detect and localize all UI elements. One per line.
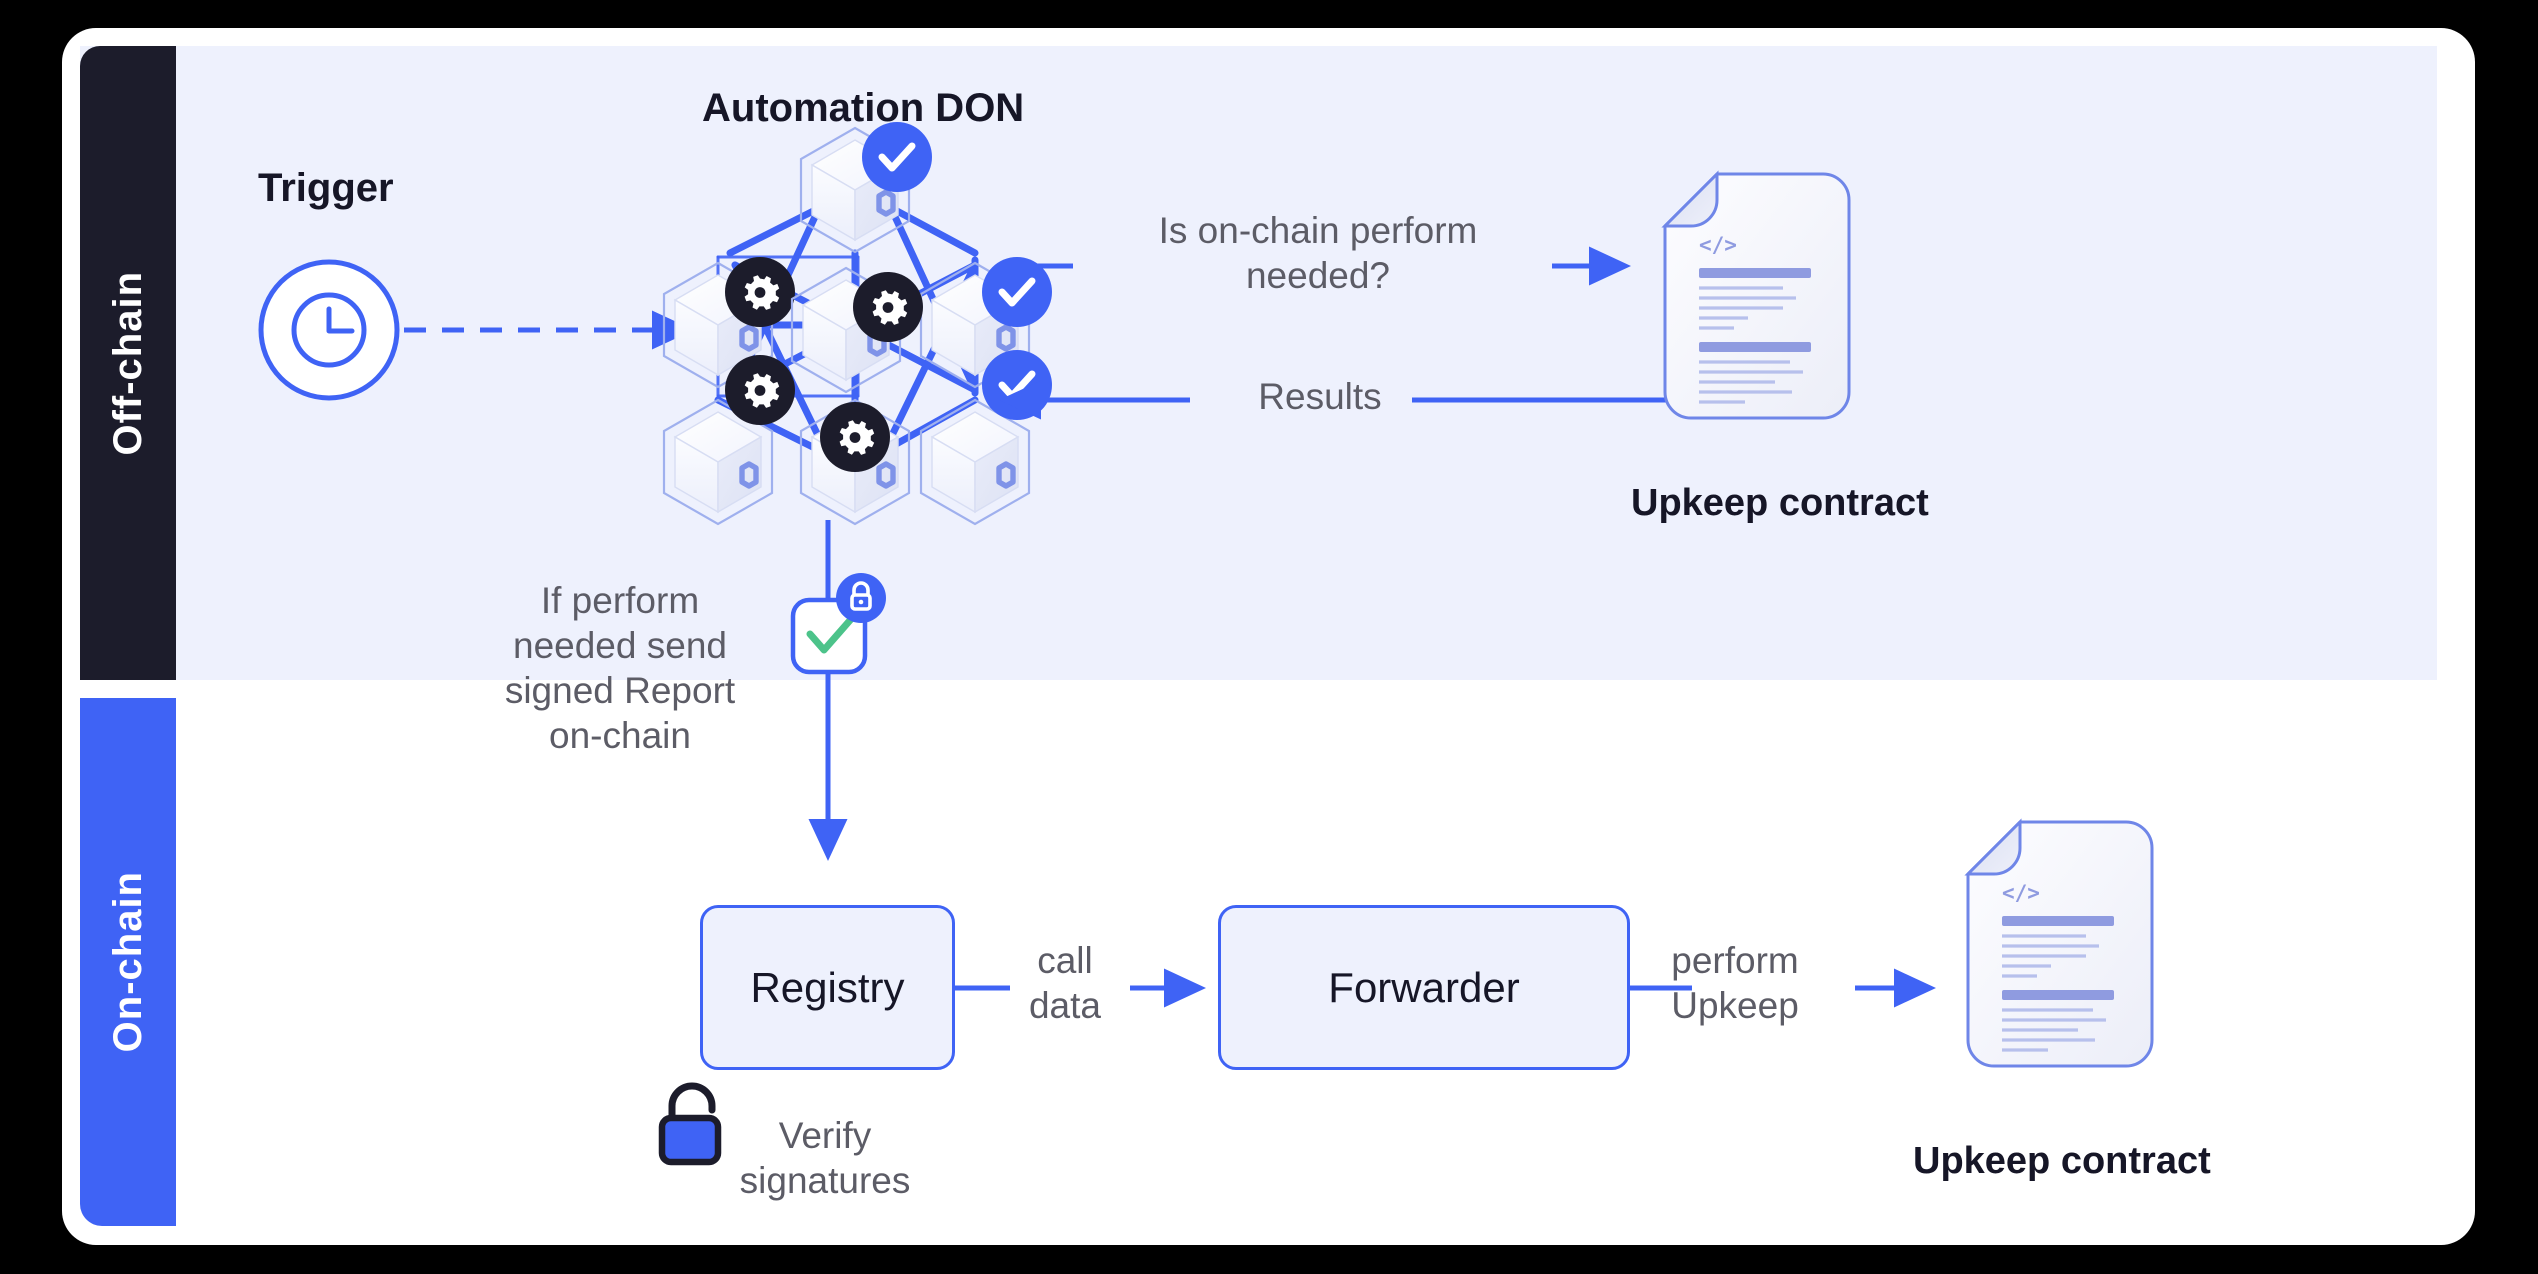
lane-bar-onchain: On-chain: [80, 698, 176, 1226]
registry-box[interactable]: Registry: [700, 905, 955, 1070]
results-annotation: Results: [1258, 376, 1382, 417]
lane-label-onchain: On-chain: [105, 871, 150, 1053]
lane-bar-offchain: Off-chain: [80, 46, 176, 680]
registry-box-label: Registry: [750, 963, 905, 1011]
don-title: Automation DON: [702, 86, 1025, 130]
perform-upkeep-annotation: perform Upkeep: [1671, 940, 1799, 1027]
trigger-label: Trigger: [258, 166, 394, 210]
verify-signatures-annotation: Verify signatures: [739, 1115, 911, 1202]
call-data-annotation: call data: [1028, 940, 1101, 1027]
forwarder-box-label: Forwarder: [1328, 963, 1520, 1011]
signed-report-annotation: If perform needed send signed Report on-…: [504, 580, 736, 757]
upkeep-contract-label-offchain: Upkeep contract: [1631, 482, 1929, 524]
forwarder-box[interactable]: Forwarder: [1218, 905, 1630, 1070]
upkeep-contract-label-onchain: Upkeep contract: [1913, 1140, 2211, 1182]
offchain-lane-background: [80, 46, 2437, 680]
lane-label-offchain: Off-chain: [105, 270, 150, 456]
query-annotation: Is on-chain perform needed?: [1158, 210, 1478, 297]
